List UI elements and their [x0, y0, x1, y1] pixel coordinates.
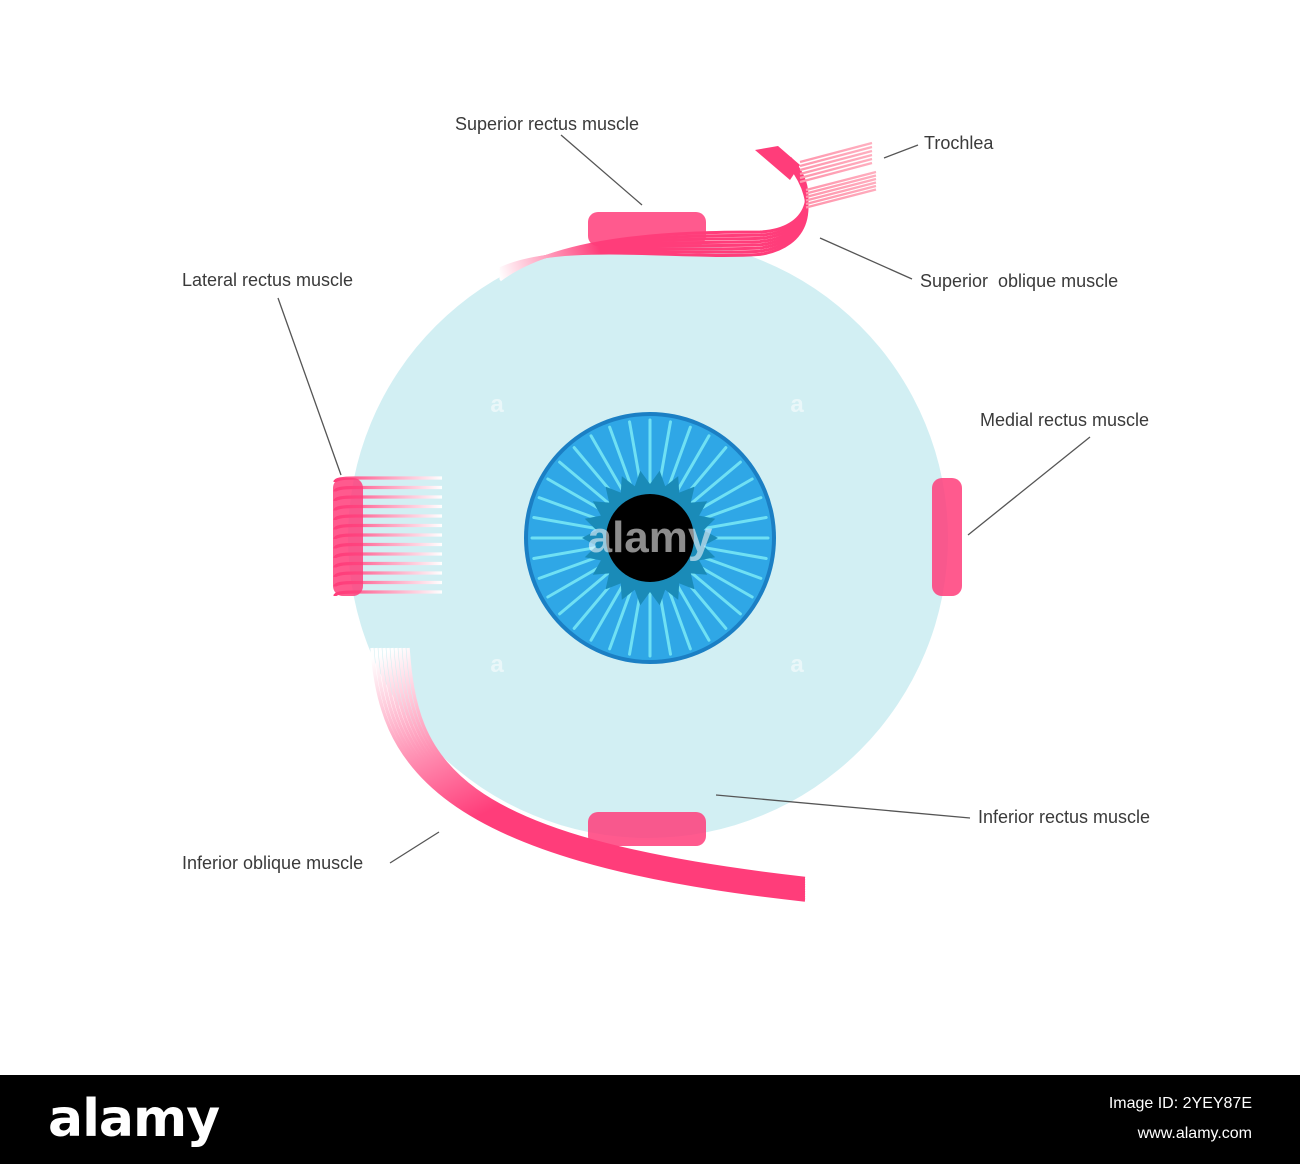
pupil: [606, 494, 694, 582]
iris-ray: [665, 583, 692, 651]
iris-ray: [673, 579, 711, 642]
iris-ray: [697, 516, 768, 531]
iris-ray: [686, 460, 742, 508]
iris-ray: [558, 568, 614, 616]
trochlea-strand: [805, 174, 877, 195]
trochlea-strand: [805, 170, 877, 192]
inferior-oblique-fiber: [406, 647, 806, 881]
inferior-oblique-fiber: [390, 647, 806, 890]
leader-superior-rectus: [560, 134, 643, 206]
footer-bar: alamy Image ID: 2YEY87E www.alamy.com: [0, 1075, 1300, 1164]
label-lateral-rectus: Lateral rectus muscle: [182, 270, 353, 290]
leader-trochlea: [883, 144, 919, 159]
iris-ray: [532, 545, 603, 560]
trochlea-strand: [805, 177, 877, 199]
trochlea-strand: [805, 181, 877, 202]
iris-ray: [558, 460, 614, 508]
lateral-rectus-muscle: [333, 476, 442, 597]
leader-medial-rectus: [967, 436, 1091, 536]
inferior-rectus-muscle: [588, 742, 706, 846]
iris-ray: [695, 553, 763, 580]
trochlea-strand: [799, 145, 873, 168]
inferior-oblique-fiber: [370, 647, 806, 902]
trochlea-strand: [799, 141, 873, 164]
iris-ray: [697, 545, 768, 560]
label-superior-rectus: Superior rectus muscle: [455, 114, 639, 134]
label-medial-rectus: Medial rectus muscle: [980, 410, 1149, 430]
iris-ray: [686, 568, 742, 616]
iris-ray: [537, 496, 605, 523]
inferior-oblique-fiber: [394, 647, 806, 888]
superior-oblique-fiber: [499, 165, 809, 271]
iris-ray: [589, 434, 627, 497]
iris-ray: [537, 553, 605, 580]
trochlea-strand: [805, 188, 877, 209]
iris-rays: [530, 418, 770, 658]
leader-inferior-oblique: [389, 831, 440, 864]
trochlea-strand: [799, 161, 873, 184]
leader-superior-oblique: [819, 237, 913, 280]
leader-inferior-rectus: [715, 794, 971, 819]
inferior-oblique-fiber: [386, 647, 806, 893]
medial-rectus-muscle: [855, 476, 962, 596]
eye-muscles-diagram: alamy a a a a Superior rectus muscle Tro…: [182, 114, 1150, 902]
iris-ray: [532, 516, 603, 531]
trochlea-strand: [805, 184, 877, 206]
trochlea-strand: [799, 157, 873, 180]
inferior-oblique-fiber: [378, 647, 806, 897]
superior-oblique-tip: [755, 146, 800, 180]
inferior-oblique-muscle: [370, 647, 806, 902]
watermark-mark-tl: a: [490, 391, 504, 418]
iris-ray: [673, 434, 711, 497]
label-inferior-rectus: Inferior rectus muscle: [978, 807, 1150, 827]
superior-rectus-muscle: [588, 212, 706, 326]
inferior-oblique-fiber: [382, 647, 806, 895]
trochlea-strand: [799, 149, 873, 172]
trochlea: [799, 141, 877, 209]
inferior-oblique-fiber: [402, 647, 806, 883]
footer-site: www.alamy.com: [1137, 1125, 1252, 1142]
footer-logo: alamy: [48, 1089, 220, 1149]
inferior-oblique-fiber: [398, 647, 806, 885]
label-trochlea: Trochlea: [924, 133, 994, 153]
watermark-mark-tr: a: [790, 391, 804, 418]
watermark: alamy a a a a: [490, 391, 804, 678]
iris-ray: [695, 496, 763, 523]
footer-image-id: Image ID: 2YEY87E: [1108, 1095, 1252, 1112]
leader-lateral-rectus: [277, 297, 342, 476]
label-inferior-oblique: Inferior oblique muscle: [182, 853, 363, 873]
iris-ray: [589, 579, 627, 642]
watermark-mark-br: a: [790, 651, 804, 678]
iris-ray: [608, 425, 635, 493]
trochlea-strand: [799, 153, 873, 176]
iris-ray: [608, 583, 635, 651]
watermark-text: alamy: [588, 513, 713, 562]
watermark-mark-bl: a: [490, 651, 504, 678]
label-superior-oblique: Superior oblique muscle: [920, 271, 1118, 291]
inferior-oblique-fiber: [374, 647, 806, 900]
iris-ray: [665, 425, 692, 493]
